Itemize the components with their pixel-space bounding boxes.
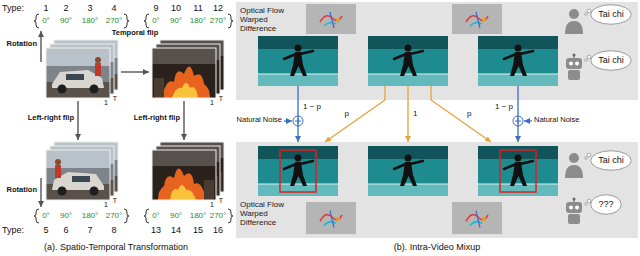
type-number: 13: [151, 225, 161, 235]
type-number: 9: [153, 3, 158, 13]
thought-bubble: Tai chi: [590, 150, 632, 171]
panel-label: Optical Flow Warped Difference: [240, 6, 298, 34]
bubble-text: Tai chi: [598, 55, 624, 65]
type-label: Type:: [2, 225, 24, 235]
frame-index: 1: [104, 99, 108, 107]
mixing-arrow: [407, 100, 408, 142]
angle-label: 0°: [42, 16, 50, 25]
type-number: 15: [193, 225, 203, 235]
mixing-weight: p: [466, 109, 472, 118]
video-clip: [152, 40, 224, 98]
frame-index: 1: [210, 99, 214, 107]
type-number: 3: [87, 3, 92, 13]
angle-label: 90°: [170, 16, 182, 25]
mixing-weight: 1 − p: [302, 102, 322, 111]
angle-label: 270°: [106, 16, 123, 25]
panel-label: Optical Flow Warped Difference: [240, 200, 298, 228]
angle-label: 180°: [82, 211, 99, 220]
noise-label: Natural Noise: [534, 116, 579, 125]
video-clip: [152, 142, 224, 200]
mixing-arrow: [297, 100, 298, 142]
bubble-text: Tai chi: [598, 9, 624, 19]
type-number: 7: [87, 225, 92, 235]
transform-label: Rotation: [7, 40, 37, 49]
angle-label: 270°: [210, 16, 227, 25]
angle-label: 0°: [152, 211, 160, 220]
transform-label: Rotation: [7, 186, 37, 195]
type-number: 16: [213, 225, 223, 235]
figure-caption: (b). Intra-Video Mixup: [394, 242, 480, 252]
noise-label: Natural Noise: [237, 116, 282, 125]
angle-label: 90°: [60, 211, 72, 220]
frame-index: 1: [104, 201, 108, 209]
angle-label: 180°: [82, 16, 99, 25]
transform-label: Temporal flip: [112, 29, 159, 38]
mixing-weight: 1 − p: [494, 102, 514, 111]
video-clip: [46, 142, 118, 200]
type-number: 1: [43, 3, 48, 13]
robot-icon: [566, 54, 582, 81]
human-icon: [565, 9, 583, 34]
thought-bubble: ???: [590, 194, 622, 215]
frame-index: T: [219, 95, 223, 103]
thought-bubble: Tai chi: [590, 4, 632, 25]
frame-index: T: [113, 197, 117, 205]
mixing-arrow: [431, 100, 491, 142]
mixing-arrow: [517, 100, 518, 142]
video-clip: [46, 40, 118, 98]
bubble-text: ???: [598, 199, 613, 209]
type-number: 11: [193, 3, 202, 13]
transform-label: Left-right flip: [28, 114, 74, 123]
bubble-text: Tai chi: [598, 155, 624, 165]
mixup-panel: Optical Flow Warped DifferenceTai chiTai…: [236, 2, 638, 100]
angle-label: 270°: [106, 211, 123, 220]
type-number: 14: [171, 225, 181, 235]
type-number: 12: [213, 3, 223, 13]
type-number: 6: [63, 225, 68, 235]
angle-label: 180°: [190, 211, 207, 220]
frame-index: 1: [210, 201, 214, 209]
frame-index: T: [219, 197, 223, 205]
angle-label: 90°: [170, 211, 182, 220]
mixing-weight: 1: [412, 109, 418, 118]
thought-bubble: Tai chi: [590, 50, 632, 71]
type-number: 4: [111, 3, 116, 13]
angle-label: 180°: [190, 16, 207, 25]
type-number: 5: [43, 225, 48, 235]
mixup-panel: Optical Flow Warped Difference Tai chi???: [236, 142, 638, 238]
frame-index: T: [113, 95, 117, 103]
transform-label: Left-right flip: [134, 114, 180, 123]
angle-label: 0°: [42, 211, 50, 220]
mixing-weight: p: [344, 109, 350, 118]
type-number: 10: [171, 3, 181, 13]
type-number: 2: [63, 3, 68, 13]
angle-label: 0°: [152, 16, 160, 25]
human-icon: [565, 153, 583, 178]
angle-label: 90°: [60, 16, 72, 25]
mixing-arrow: [325, 100, 385, 142]
angle-label: 270°: [210, 211, 227, 220]
robot-icon: [566, 198, 582, 225]
figure-caption: (a). Spatio-Temporal Transformation: [44, 242, 188, 252]
type-label: Type:: [2, 3, 24, 13]
type-number: 8: [111, 225, 116, 235]
